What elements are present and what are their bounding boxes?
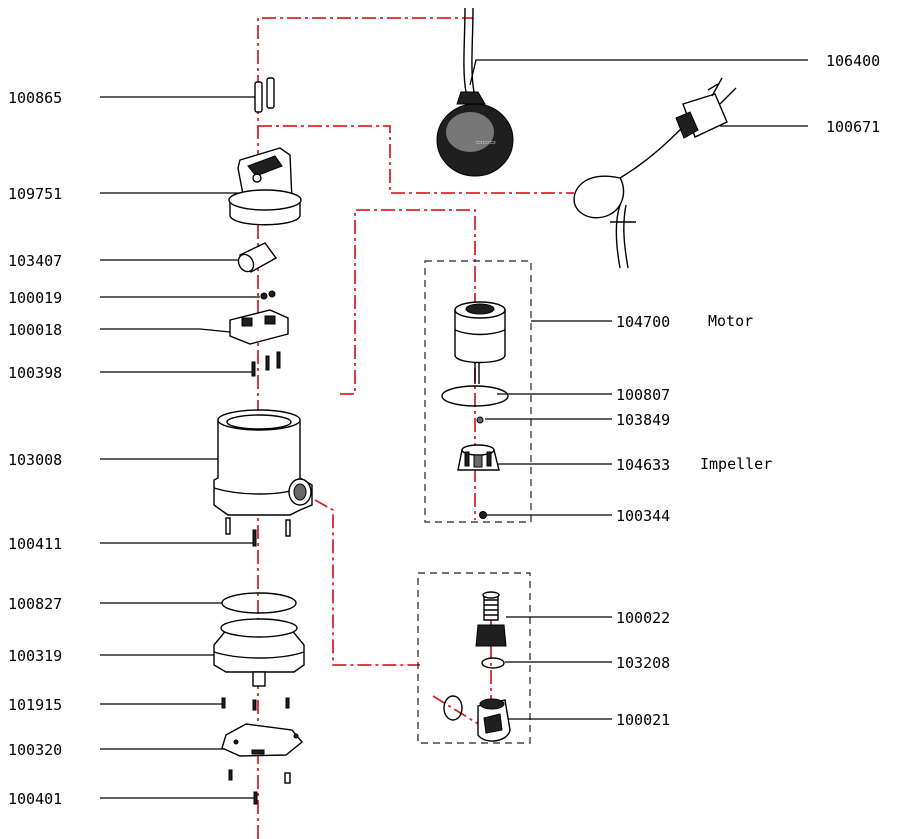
part-label: 100319 xyxy=(8,647,62,665)
left-labels: 100865 109751 103407 100019 100018 10039… xyxy=(8,89,62,808)
elbow-part xyxy=(443,695,511,742)
o-ring-part xyxy=(221,592,297,614)
part-label: 100865 xyxy=(8,89,62,107)
bottom-plate-part xyxy=(221,723,303,757)
power-plug-part xyxy=(573,77,737,269)
cable-clamp-part xyxy=(229,309,289,345)
screws-set-a xyxy=(251,351,281,377)
outlet-seal-part xyxy=(481,657,505,669)
outlet-assembly-box xyxy=(417,572,531,744)
screws-set-d xyxy=(228,769,291,805)
outlet-connector-part xyxy=(475,591,507,647)
impeller-nut-part xyxy=(479,511,487,519)
part-label: 100021 xyxy=(616,711,670,729)
screws-set-c xyxy=(221,697,290,711)
part-label: 103407 xyxy=(8,252,62,270)
washer-part xyxy=(476,416,484,424)
part-label: 100320 xyxy=(8,741,62,759)
right-labels: 106400 100671 104700 Motor 100807 103849… xyxy=(616,52,880,729)
part-label: 104700 xyxy=(616,313,670,331)
part-label: 103849 xyxy=(616,411,670,429)
motor-part xyxy=(454,301,506,384)
pump-housing-part xyxy=(213,409,313,516)
part-label: 101915 xyxy=(8,696,62,714)
motor-gasket-part xyxy=(441,385,509,407)
assembly-lines xyxy=(257,17,574,839)
part-label: 103008 xyxy=(8,451,62,469)
pump-base-part xyxy=(213,618,305,687)
part-label: 106400 xyxy=(826,52,880,70)
part-label: 100019 xyxy=(8,289,62,307)
cable-gland-part xyxy=(254,77,275,113)
part-label: 104633 xyxy=(616,456,670,474)
part-label: 100398 xyxy=(8,364,62,382)
handle-top-part xyxy=(228,147,302,226)
part-caption-impeller: Impeller xyxy=(700,455,772,473)
part-label: 100411 xyxy=(8,535,62,553)
left-leaders xyxy=(100,96,260,799)
part-label: 100827 xyxy=(8,595,62,613)
part-label: 100022 xyxy=(616,609,670,627)
part-label: 100807 xyxy=(616,386,670,404)
part-caption-motor: Motor xyxy=(708,312,753,330)
part-label: 109751 xyxy=(8,185,62,203)
part-label: 100671 xyxy=(826,118,880,136)
small-screw-part xyxy=(260,290,276,300)
float-switch-part: ▭▭▭ xyxy=(436,7,514,177)
part-label: 100401 xyxy=(8,790,62,808)
part-label: 100018 xyxy=(8,321,62,339)
part-label: 100344 xyxy=(616,507,670,525)
screws-set-b xyxy=(225,517,291,547)
sleeve-part xyxy=(237,242,278,273)
motor-assembly-box xyxy=(424,260,532,523)
svg-text:▭▭▭: ▭▭▭ xyxy=(476,138,496,146)
part-label: 103208 xyxy=(616,654,670,672)
impeller-part xyxy=(457,444,500,471)
